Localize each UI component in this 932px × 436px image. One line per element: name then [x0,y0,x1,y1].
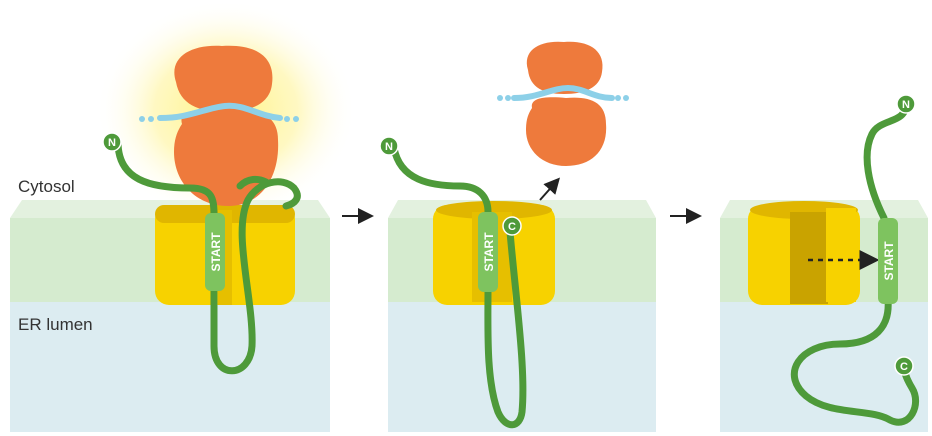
start-segment-label: START [209,232,223,272]
n-terminus-label: N [902,99,910,111]
er-lumen-label: ER lumen [18,315,93,334]
n-terminus: N [897,95,915,113]
panel-lateral-release: START N C [720,95,928,432]
n-terminus-label: N [108,137,116,149]
release-arrow-icon [540,182,556,200]
ribosome-icon [526,42,606,166]
c-terminus-label: C [900,361,908,373]
translocon-icon [748,201,860,305]
panel-ribosome-docked: Cytosol ER lumen START [10,0,356,432]
panel-ribosome-released: START N C [380,42,656,432]
n-terminus: N [103,133,121,151]
start-segment-label: START [482,232,496,272]
c-terminus-label: C [508,221,516,233]
cytosol-label: Cytosol [18,177,75,196]
n-terminus-label: N [385,141,393,153]
c-terminus: C [503,217,521,235]
start-segment: START [878,218,898,304]
n-terminus: N [380,137,398,155]
c-terminus: C [895,357,913,375]
start-segment: START [478,212,498,292]
start-segment: START [205,213,225,291]
start-segment-label: START [882,241,896,281]
